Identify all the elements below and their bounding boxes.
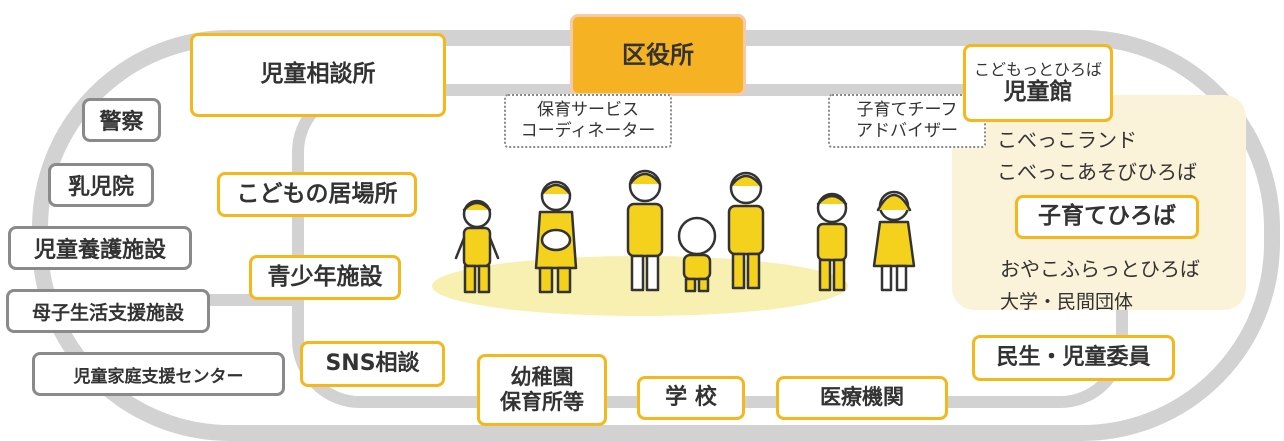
children-hall-line2: 児童館 — [1003, 78, 1073, 105]
infant-home-label: 乳児院 — [67, 175, 134, 200]
girl-figure — [872, 190, 916, 292]
father-figure — [626, 169, 664, 292]
medical-box: 医療機関 — [776, 376, 948, 420]
childcare-coordinator-line1: 保育サービス — [537, 99, 639, 120]
children-hall-line1: こどもっとひろば — [973, 59, 1102, 79]
foster-facility-label: 児童養護施設 — [33, 238, 166, 263]
chief-advisor-line1: 子育てチーフ — [856, 99, 958, 120]
kosodate-hiroba-label: 子育てひろば — [1038, 203, 1176, 230]
infant-home-box: 乳児院 — [48, 163, 154, 207]
children-hall-box: こどもっとひろば 児童館 — [963, 44, 1113, 122]
school-label: 学 校 — [665, 384, 717, 410]
school-box: 学 校 — [637, 376, 745, 420]
mother-figure — [534, 180, 578, 294]
mother-child-facility-label: 母子生活支援施設 — [31, 301, 184, 324]
family-support-center-label: 児童家庭支援センター — [73, 366, 244, 387]
childcare-coordinator-box: 保育サービス コーディネーター — [504, 94, 672, 148]
police-label: 警察 — [99, 110, 144, 135]
sns-consult-box: SNS相談 — [300, 341, 445, 387]
foster-facility-box: 児童養護施設 — [8, 226, 192, 270]
chief-advisor-box: 子育てチーフ アドバイザー — [828, 94, 986, 148]
medical-label: 医療機関 — [820, 385, 904, 410]
police-box: 警察 — [82, 98, 161, 142]
oyako-label: おやこふらっとひろば — [1000, 257, 1200, 281]
woman-figure — [727, 171, 765, 290]
kosodate-hiroba-box: 子育てひろば — [1015, 195, 1199, 239]
boy-figure — [816, 192, 848, 292]
childcare-coordinator-line2: コーディネーター — [520, 121, 656, 141]
ward-office-label: 区役所 — [622, 40, 694, 69]
youth-facility-label: 青少年施設 — [267, 263, 383, 290]
kindergarten-line2: 保育所等 — [500, 390, 584, 414]
sns-consult-label: SNS相談 — [325, 350, 420, 376]
kindergarten-line1: 幼稚園 — [510, 364, 574, 389]
kobekko-asobi-label: こべっこあそびひろば — [997, 160, 1197, 184]
welfare-commissioner-box: 民生・児童委員 — [972, 335, 1175, 381]
kindergarten-box: 幼稚園 保育所等 — [477, 354, 607, 426]
mother-child-facility-box: 母子生活支援施設 — [6, 289, 210, 333]
family-illustration — [454, 169, 916, 294]
kobekko-land-label: こべっこランド — [997, 128, 1137, 152]
child-guidance-label: 児童相談所 — [260, 61, 376, 88]
ward-office-box: 区役所 — [570, 14, 746, 96]
child-figure — [454, 199, 500, 294]
chief-advisor-line2: アドバイザー — [856, 121, 958, 141]
kids-place-box: こどもの居場所 — [217, 172, 417, 217]
child-guidance-box: 児童相談所 — [190, 33, 446, 117]
youth-facility-box: 青少年施設 — [249, 255, 401, 300]
toddler-figure — [677, 216, 717, 293]
kids-place-label: こどもの居場所 — [236, 180, 398, 207]
welfare-commissioner-label: 民生・児童委員 — [996, 344, 1151, 370]
university-label: 大学・民間団体 — [1000, 291, 1134, 313]
family-support-center-box: 児童家庭支援センター — [32, 352, 285, 396]
